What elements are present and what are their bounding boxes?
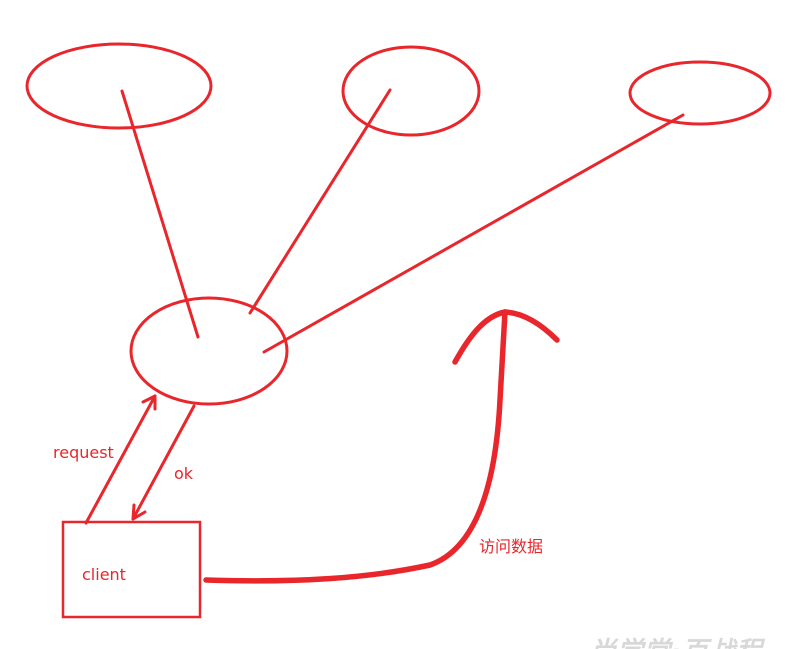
watermark: 尚学堂·百战程	[590, 637, 766, 649]
top-right-node	[628, 60, 772, 126]
central-node	[129, 296, 289, 406]
request-arrow-shaft	[84, 394, 157, 525]
ok-arrow-head	[131, 503, 147, 521]
link-center-to-top-middle	[248, 88, 392, 315]
request-label: request	[53, 443, 114, 462]
request-arrow-head	[141, 394, 157, 411]
top-left-node	[25, 42, 213, 130]
access-data-arrow-curve	[203, 309, 508, 584]
access-data-arrow-head	[452, 309, 560, 365]
client-box	[61, 520, 202, 619]
access-data-label: 访问数据	[479, 537, 543, 556]
top-middle-node	[341, 45, 481, 137]
link-center-to-top-right	[262, 113, 685, 354]
client-label: client	[82, 565, 126, 584]
ok-arrow-shaft	[131, 404, 196, 521]
ok-label: ok	[174, 464, 194, 483]
link-center-to-top-left	[120, 89, 200, 339]
